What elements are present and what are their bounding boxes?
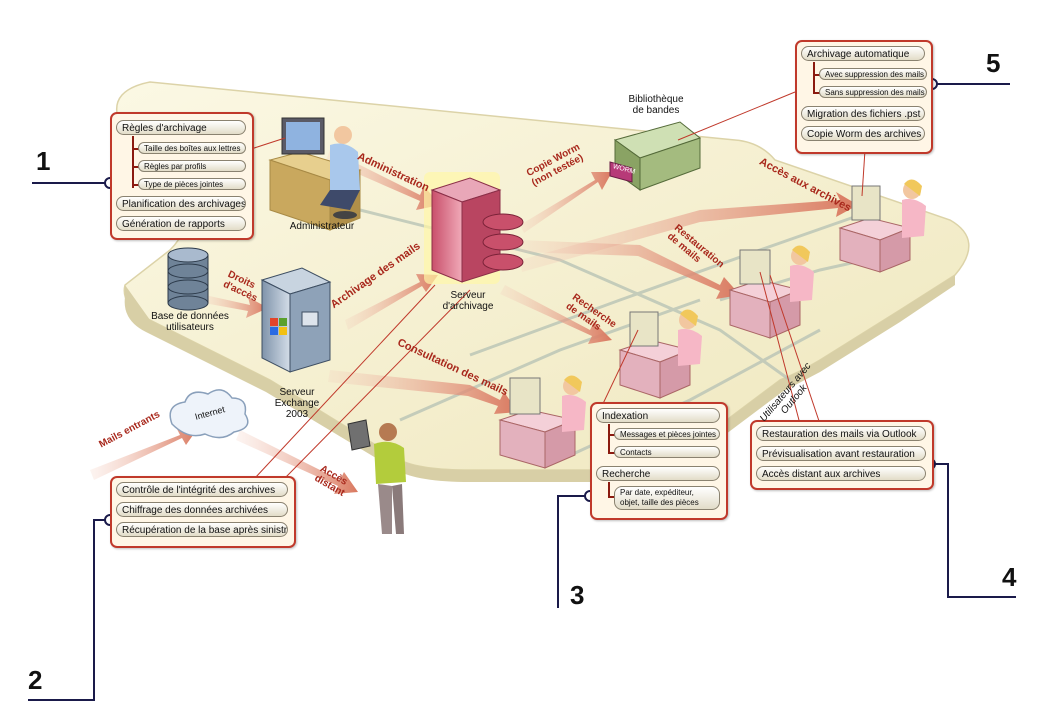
callout-number-2: 2 xyxy=(28,665,43,695)
arrow-consultation xyxy=(328,370,518,414)
monitor-icon xyxy=(629,311,659,347)
archive-server-icon xyxy=(431,189,463,283)
label-bibliotheque: Bibliothèque de bandes xyxy=(628,94,684,116)
arrow-acces-distant xyxy=(236,430,358,494)
panel-4: Restauration des mails via Outlook Prévi… xyxy=(750,420,934,490)
panel5-subitem: Avec suppression des mails xyxy=(819,68,927,80)
user-desk-3 xyxy=(728,245,814,339)
arrow-mails-entrants xyxy=(90,427,198,480)
internet-cloud xyxy=(169,389,249,439)
archive-spiral-icon xyxy=(482,213,524,271)
exchange-server xyxy=(260,267,332,373)
user-desk-2 xyxy=(618,309,702,399)
callout-number-4: 4 xyxy=(1002,562,1017,592)
panel3-recherche: Recherche xyxy=(596,466,720,481)
remote-user-icon xyxy=(379,423,397,441)
panel-2: Contrôle de l'intégrité des archives Chi… xyxy=(110,476,296,548)
panel1-subitem: Taille des boîtes aux lettres xyxy=(138,142,246,154)
panel1-subitem: Règles par profils xyxy=(138,160,246,172)
callout-number-5: 5 xyxy=(986,48,1001,78)
remote-user xyxy=(347,419,406,534)
laptop-icon xyxy=(347,419,371,451)
tape-library-icon xyxy=(639,137,701,191)
label-base-donnees: Base de données utilisateurs xyxy=(151,311,229,333)
panel-connectors xyxy=(247,91,866,479)
arrow-restauration xyxy=(520,240,740,299)
monitor-icon xyxy=(851,185,881,221)
panel-5: Archivage automatique Avec suppression d… xyxy=(795,40,933,154)
label-serveur-exchange: Serveur Exchange 2003 xyxy=(274,387,320,420)
database-icon xyxy=(167,254,209,304)
panel-1: Règles d'archivage Taille des boîtes aux… xyxy=(110,112,254,240)
panel4-item: Prévisualisation avant restauration xyxy=(756,446,926,461)
arrow-acces-archives xyxy=(520,192,858,272)
panel5-subitem: Sans suppression des mails xyxy=(819,86,927,98)
panel5-item-copie-worm: Copie Worm des archives xyxy=(801,126,925,141)
user-desk-1 xyxy=(498,375,586,469)
user-desk-4 xyxy=(838,179,926,273)
panel3-recherche-subitem: Par date, expéditeur, objet, taille des … xyxy=(614,486,720,510)
cloud-icon xyxy=(169,389,249,439)
panel2-item: Récupération de la base après sinistre xyxy=(116,522,288,537)
panel5-item-migration: Migration des fichiers .pst xyxy=(801,106,925,121)
label-administrateur: Administrateur xyxy=(289,221,355,232)
monitor-icon xyxy=(509,377,541,415)
arrow-copie-worm xyxy=(520,172,612,233)
callout-line-2 xyxy=(28,519,110,701)
user-database xyxy=(167,247,209,311)
callout-number-1: 1 xyxy=(36,146,51,176)
panel2-item: Chiffrage des données archivées xyxy=(116,502,288,517)
arrow-archivage xyxy=(345,274,438,330)
archive-server xyxy=(424,172,524,284)
label-serveur-archivage: Serveur d'archivage xyxy=(442,290,494,312)
arrow-recherche xyxy=(500,285,612,344)
panel2-item: Contrôle de l'intégrité des archives xyxy=(116,482,288,497)
panel1-item-rapports: Génération de rapports xyxy=(116,216,246,231)
admin-workstation xyxy=(268,117,362,231)
windows-logo-icon xyxy=(270,318,278,326)
tape-library xyxy=(609,121,702,191)
arrow-droits-acces xyxy=(204,295,268,318)
callout-line-4 xyxy=(930,463,1016,598)
panel3-indexation-subitem: Messages et pièces jointes xyxy=(614,428,720,440)
panel1-item-planification: Planification des archivages xyxy=(116,196,246,211)
panel4-item: Accès distant aux archives xyxy=(756,466,926,481)
admin-person-icon xyxy=(334,126,352,144)
panel5-item-archivage: Archivage automatique xyxy=(801,46,925,61)
callout-lines xyxy=(28,83,1016,701)
lock-icon xyxy=(301,311,319,327)
callout-line-3 xyxy=(557,495,590,608)
monitor-icon xyxy=(739,249,771,285)
panel3-indexation: Indexation xyxy=(596,408,720,423)
callout-number-3: 3 xyxy=(570,580,585,610)
panel1-subitem: Type de pièces jointes xyxy=(138,178,246,190)
panel3-indexation-subitem: Contacts xyxy=(614,446,720,458)
panel1-item-regles: Règles d'archivage xyxy=(116,120,246,135)
panel-3: Indexation Messages et pièces jointes Co… xyxy=(590,402,728,520)
panel4-item: Restauration des mails via Outlook xyxy=(756,426,926,441)
